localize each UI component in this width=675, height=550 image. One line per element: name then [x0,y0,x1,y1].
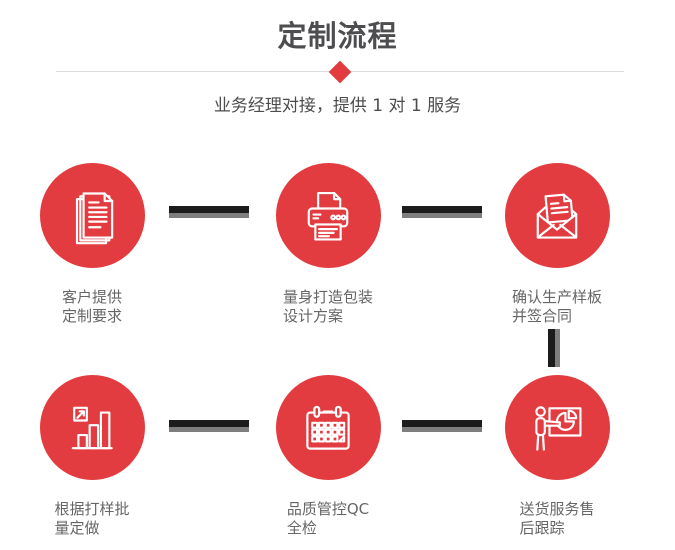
bar-chart-icon [71,406,113,449]
calendar-icon [306,405,350,450]
step-4-cell: 根据打样批 量定做 [12,375,172,538]
envelope-icon [536,193,578,239]
step-circle [275,375,381,480]
step-circle [39,375,145,480]
step-circle [504,375,610,480]
step-label: 确认生产样板 并签合同 [511,288,602,325]
printer-icon [307,191,349,241]
step-3-cell: 确认生产样板 并签合同 [477,163,637,326]
documents-icon [75,191,114,244]
connector-bottom-left [169,420,249,432]
connector-vertical [548,329,560,367]
step-circle [275,163,381,268]
connector-top-left [169,206,249,218]
step-2-cell: 量身打造包装 设计方案 [248,163,408,326]
step-label: 量身打造包装 设计方案 [282,288,373,325]
diamond-icon [328,60,352,84]
section-subtitle: 业务经理对接，提供 1 对 1 服务 [213,96,462,116]
presentation-icon [535,405,582,451]
page-title: 定制流程 [277,19,398,53]
connector-top-right [402,206,482,218]
step-label: 根据打样批 量定做 [54,500,130,537]
step-label: 品质管控QC 全检 [286,500,370,537]
step-5-cell: 品质管控QC 全检 [248,375,408,538]
step-1-cell: 客户提供 定制要求 [12,163,172,326]
step-circle [504,163,610,268]
step-label: 客户提供 定制要求 [61,288,122,325]
step-6-cell: 送货服务售 后跟踪 [477,375,637,538]
connector-bottom-right [402,420,482,432]
step-circle [39,163,145,268]
step-label: 送货服务售 后跟踪 [519,500,595,537]
